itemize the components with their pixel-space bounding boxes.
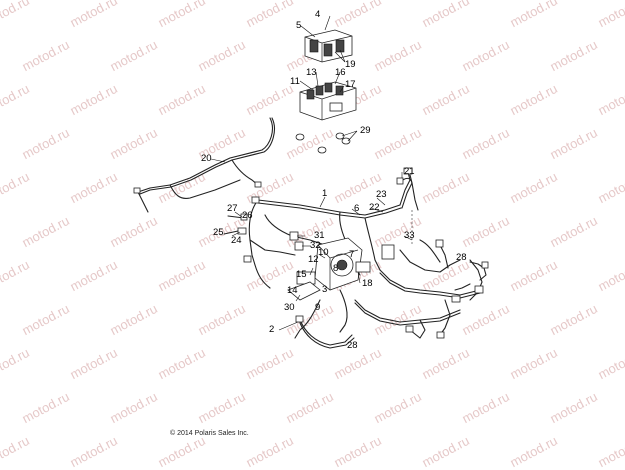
harness-21 (396, 177, 419, 245)
callout-14: 14 (287, 285, 298, 296)
callout-28-right: 28 (456, 252, 467, 263)
main-harness (243, 167, 484, 339)
callout-26: 26 (242, 210, 253, 221)
callout-18: 18 (362, 278, 373, 289)
callout-17: 17 (345, 79, 356, 90)
callout-5: 5 (296, 20, 302, 31)
callout-4: 4 (315, 9, 321, 20)
callout-31: 31 (314, 230, 325, 241)
copyright-notice: © 2014 Polaris Sales Inc. (170, 430, 249, 437)
leader-lines (210, 15, 413, 331)
callout-29: 29 (360, 125, 371, 136)
callout-1: 1 (322, 188, 328, 199)
callout-11: 11 (290, 76, 300, 87)
harness-20 (133, 117, 275, 213)
harness-28-right (451, 261, 489, 303)
callout-13: 13 (306, 67, 317, 78)
harness-2 (295, 315, 355, 349)
callout-27: 27 (227, 203, 238, 214)
callout-33: 33 (404, 230, 415, 241)
callout-24: 24 (231, 235, 242, 246)
callout-28-bottom: 28 (347, 340, 358, 351)
callout-10: 10 (318, 247, 329, 258)
grommets (295, 132, 351, 154)
fuse-box-top (304, 29, 353, 63)
callout-8: 8 (333, 263, 339, 274)
callout-23: 23 (376, 189, 387, 200)
callout-30: 30 (284, 302, 295, 313)
center-module (287, 231, 395, 301)
callout-25: 25 (213, 227, 224, 238)
callout-12: 12 (308, 254, 319, 265)
callout-21: 21 (404, 166, 415, 177)
callout-22: 22 (369, 202, 380, 213)
callout-15: 15 (296, 269, 307, 280)
callout-20: 20 (201, 153, 212, 164)
callout-32: 32 (310, 240, 321, 251)
callout-7: 7 (349, 249, 355, 260)
callout-19: 19 (345, 59, 356, 70)
relay-box (299, 81, 357, 121)
callout-3: 3 (322, 284, 328, 295)
callout-16: 16 (335, 67, 346, 78)
callout-9: 9 (315, 302, 321, 313)
small-parts-left (223, 213, 248, 235)
callout-2: 2 (269, 324, 275, 335)
callout-6: 6 (354, 203, 360, 214)
